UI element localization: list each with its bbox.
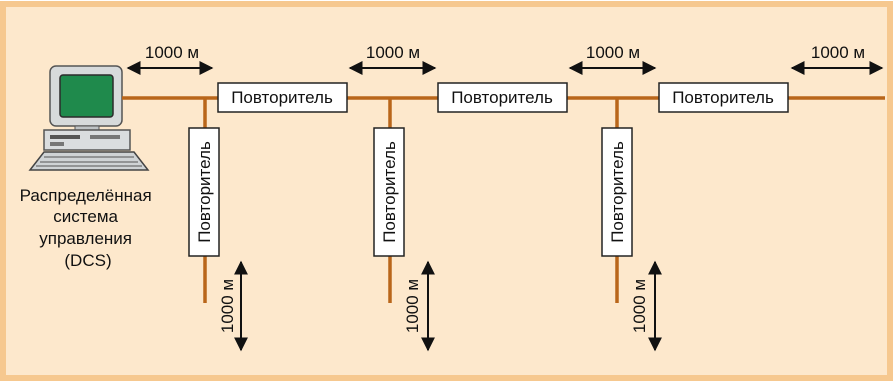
vertical-distance-3: 1000 м [630,260,662,352]
repeater-box [374,128,404,256]
repeater-vertical-1: Повторитель [188,127,220,257]
repeater-label: Повторитель [608,141,627,243]
dcs-caption-line-3: управления [39,229,132,248]
repeater-label: Повторитель [195,141,214,243]
vertical-distance-1: 1000 м [218,260,248,352]
dcs-caption: Распределённая система управления (DCS) [20,186,157,270]
repeater-vertical-2: Повторитель [373,127,405,257]
repeater-box [189,128,219,256]
repeater-box [659,83,788,112]
distance-label: 1000 м [218,279,237,333]
repeater-horizontal-2: Повторитель [437,82,568,113]
horizontal-distance-1: 1000 м [126,43,214,75]
repeater-horizontal-3: Повторитель [658,82,789,113]
repeater-label: Повторитель [672,88,774,107]
workstation-computer-icon [28,65,150,171]
distance-label: 1000 м [403,279,422,333]
dcs-caption-line-1: Распределённая [20,186,152,205]
distance-label: 1000 м [586,43,640,62]
horizontal-distance-4: 1000 м [790,43,884,75]
repeater-label: Повторитель [231,88,333,107]
repeater-box [602,128,632,256]
distance-label: 1000 м [811,43,865,62]
repeater-vertical-3: Повторитель [601,127,633,257]
horizontal-distance-2: 1000 м [348,43,437,75]
repeater-box [218,83,347,112]
vertical-distance-2: 1000 м [403,260,435,352]
horizontal-distance-3: 1000 м [568,43,657,75]
repeater-box [438,83,567,112]
distance-label: 1000 м [366,43,420,62]
distance-label: 1000 м [145,43,199,62]
repeater-horizontal-1: Повторитель [217,82,348,113]
repeater-label: Повторитель [380,141,399,243]
repeater-label: Повторитель [451,88,553,107]
dcs-caption-line-4: (DCS) [64,251,111,270]
dcs-caption-line-2: система [53,207,118,226]
distance-label: 1000 м [630,279,649,333]
screen [60,75,113,117]
